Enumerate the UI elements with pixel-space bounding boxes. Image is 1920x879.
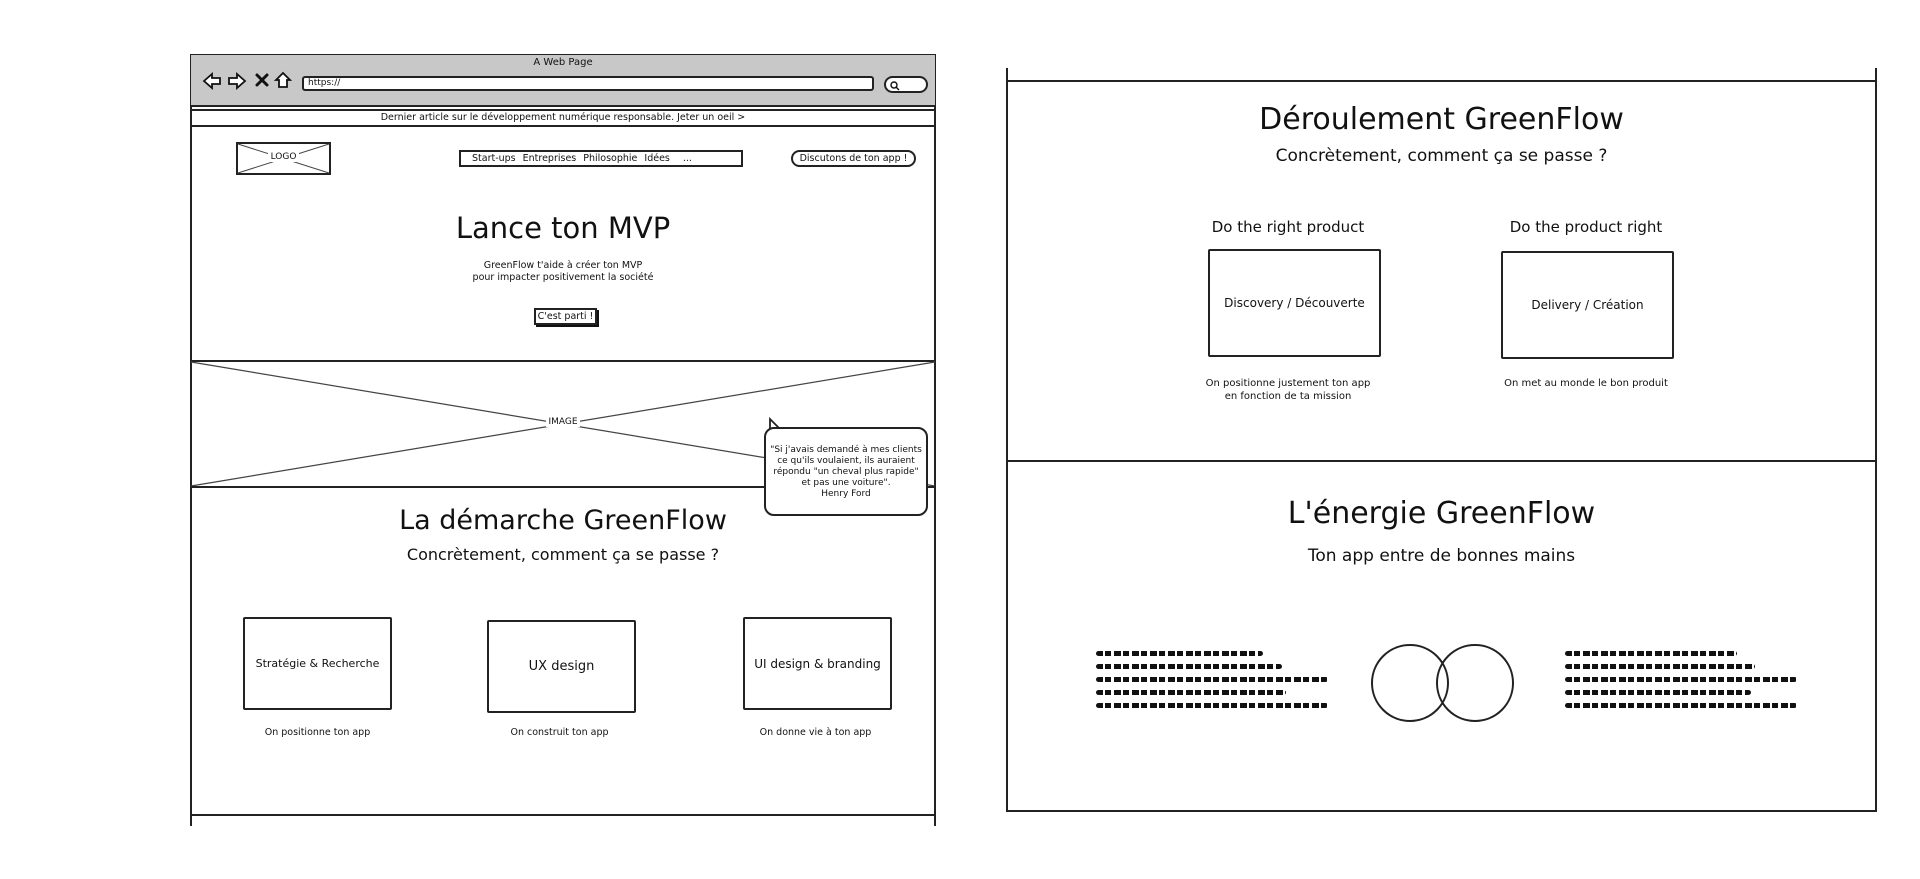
forward-icon[interactable] — [227, 72, 247, 90]
right-wireframe — [1006, 68, 1877, 812]
right-top-edge — [1006, 80, 1877, 82]
energie-subtitle: Ton app entre de bonnes mains — [1307, 546, 1576, 566]
scribble-text-block-right — [1565, 651, 1797, 717]
logo-placeholder[interactable]: LOGO — [236, 142, 331, 175]
card-ui-label: UI design & branding — [754, 656, 881, 671]
delivery-caption: On met au monde le bon produit — [1504, 378, 1668, 389]
contact-cta-button[interactable]: Discutons de ton app ! — [791, 150, 916, 167]
quote-bubble: "Si j'avais demandé à mes clients ce qu'… — [764, 427, 928, 516]
scribble-text-block-left — [1096, 651, 1328, 717]
contact-cta-label: Discutons de ton app ! — [799, 153, 908, 164]
quote-line-4: et pas une voiture". — [801, 478, 891, 488]
search-icon — [890, 81, 900, 91]
hero-divider — [191, 360, 935, 362]
quote-line-3: répondu "un cheval plus rapide" — [773, 467, 919, 477]
column-right-product-heading: Do the right product — [1211, 218, 1365, 236]
card-ux: UX design — [487, 620, 636, 713]
right-middle-divider — [1006, 460, 1877, 462]
nav-item-startups[interactable]: Start-ups — [472, 153, 516, 164]
deroulement-title: Déroulement GreenFlow — [1259, 102, 1624, 137]
nav-item-philosophie[interactable]: Philosophie — [583, 153, 638, 164]
delivery-box: Delivery / Création — [1501, 251, 1674, 359]
card-strategie-label: Stratégie & Recherche — [255, 657, 380, 670]
card-strategie: Stratégie & Recherche — [243, 617, 392, 710]
nav-item-more[interactable]: ... — [682, 153, 692, 164]
delivery-label: Delivery / Création — [1531, 298, 1644, 312]
hero-subtitle-line-2: pour impacter positivement la société — [472, 272, 654, 283]
nav-item-entreprises[interactable]: Entreprises — [522, 153, 577, 164]
energie-title: L'énergie GreenFlow — [1287, 496, 1596, 531]
browser-search-button[interactable] — [884, 76, 928, 93]
logo-label: LOGO — [268, 152, 299, 162]
hero-cta-label: C'est parti ! — [537, 311, 594, 322]
card-ux-label: UX design — [528, 659, 595, 674]
demarche-title: La démarche GreenFlow — [399, 505, 727, 536]
url-text: https:// — [308, 78, 341, 88]
deroulement-subtitle: Concrètement, comment ça se passe ? — [1275, 146, 1608, 166]
nav-item-idees[interactable]: Idées — [644, 153, 670, 164]
hero-cta-button[interactable]: C'est parti ! — [534, 308, 597, 325]
announcement-banner[interactable]: Dernier article sur le développement num… — [191, 109, 935, 127]
discovery-caption-line-2: en fonction de ta mission — [1224, 391, 1352, 402]
demarche-subtitle: Concrètement, comment ça se passe ? — [406, 545, 720, 564]
back-icon[interactable] — [202, 72, 222, 90]
home-icon[interactable] — [273, 71, 293, 89]
right-bottom-edge — [1006, 810, 1877, 812]
banner-text: Dernier article sur le développement num… — [380, 112, 746, 123]
quote-line-2: ce qu'ils voulaient, ils auraient — [777, 456, 915, 466]
url-input[interactable]: https:// — [302, 76, 874, 91]
discovery-label: Discovery / Découverte — [1224, 296, 1365, 310]
card-strategie-caption: On positionne ton app — [264, 727, 371, 738]
quote-line-1: "Si j'avais demandé à mes clients — [770, 445, 922, 455]
card-ux-caption: On construit ton app — [510, 727, 609, 738]
image-bottom-divider — [191, 486, 935, 488]
quote-author: Henry Ford — [821, 489, 871, 499]
discovery-caption-line-1: On positionne justement ton app — [1205, 378, 1371, 389]
image-label: IMAGE — [546, 417, 580, 427]
venn-circles-icon — [1371, 644, 1514, 722]
close-icon[interactable] — [255, 73, 269, 87]
card-ui: UI design & branding — [743, 617, 892, 710]
column-product-right-heading: Do the product right — [1509, 218, 1663, 236]
browser-title: A Web Page — [533, 57, 593, 68]
hero-subtitle-line-1: GreenFlow t'aide à créer ton MVP — [483, 260, 643, 271]
left-bottom-divider — [191, 814, 935, 816]
main-nav: Start-ups Entreprises Philosophie Idées … — [459, 150, 743, 167]
card-ui-caption: On donne vie à ton app — [759, 727, 872, 738]
discovery-box: Discovery / Découverte — [1208, 249, 1381, 357]
hero-title: Lance ton MVP — [455, 211, 671, 245]
